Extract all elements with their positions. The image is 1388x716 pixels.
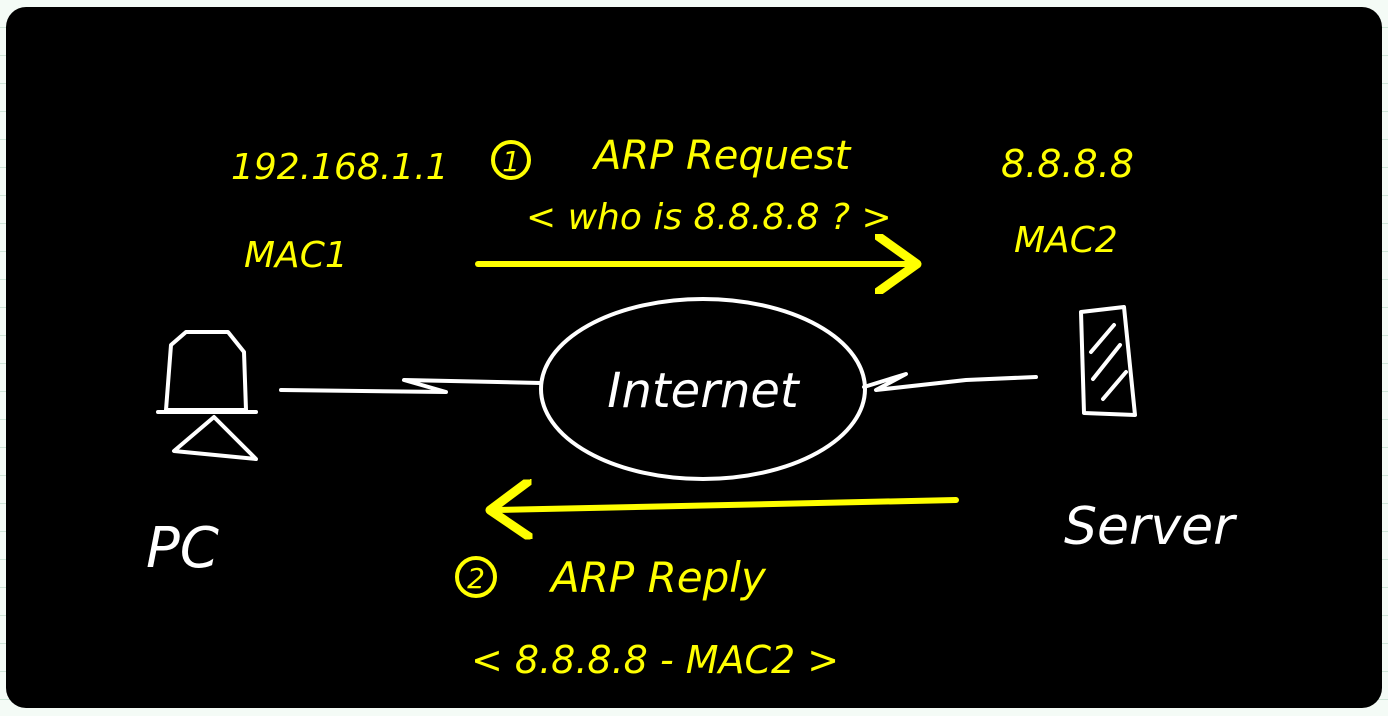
step-2-number: 2 — [467, 562, 485, 595]
diagram-board: 192.168.1.1 MAC1 1 ARP Request < who is … — [6, 7, 1382, 708]
arp-request-message: < who is 8.8.8.8 ? > — [526, 197, 892, 238]
server-label: Server — [1064, 497, 1238, 557]
desktop-computer-icon — [156, 330, 258, 461]
arp-diagram: 192.168.1.1 MAC1 1 ARP Request < who is … — [146, 133, 1238, 682]
step-1-number: 1 — [502, 145, 520, 178]
step-1-badge: 1 — [491, 140, 531, 180]
server-ip-label: 8.8.8.8 — [1001, 142, 1134, 186]
internet-ellipse — [539, 297, 867, 481]
reply-arrow — [496, 500, 959, 510]
arp-request-title: ARP Request — [591, 133, 852, 179]
internet-server-link — [862, 372, 1038, 392]
pc-internet-link — [279, 378, 543, 394]
internet-label: Internet — [607, 363, 801, 419]
pc-mac-label: MAC1 — [244, 235, 348, 276]
server-tower-icon — [1079, 305, 1137, 417]
step-2-badge: 2 — [455, 556, 497, 598]
pc-ip-label: 192.168.1.1 — [231, 147, 449, 188]
arp-reply-title: ARP Reply — [548, 553, 767, 602]
pc-label: PC — [146, 516, 219, 581]
arp-reply-message: < 8.8.8.8 - MAC2 > — [471, 638, 839, 682]
server-mac-label: MAC2 — [1014, 220, 1118, 261]
